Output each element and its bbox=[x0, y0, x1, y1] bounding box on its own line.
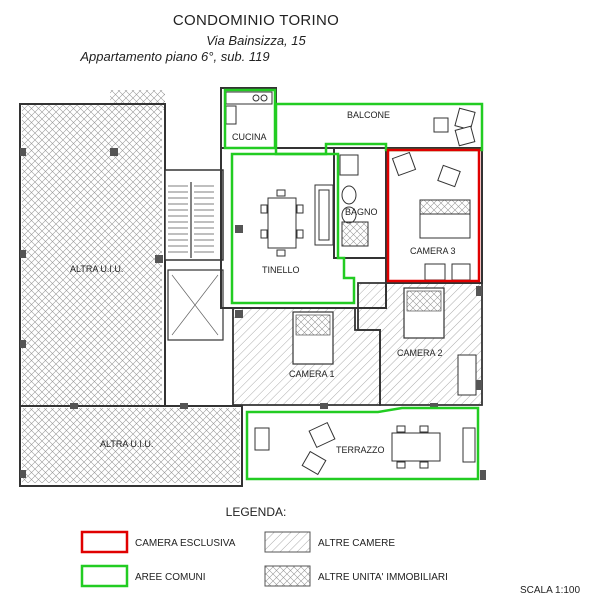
legend-title: LEGENDA: bbox=[225, 505, 287, 519]
label-altra-uiu-1: ALTRA U.I.U. bbox=[70, 264, 123, 274]
label-altra-uiu-2: ALTRA U.I.U. bbox=[100, 439, 153, 449]
label-cucina: CUCINA bbox=[232, 132, 267, 142]
kitchen-fixtures bbox=[225, 91, 273, 125]
legend-label-other-rooms: ALTRE CAMERE bbox=[318, 538, 395, 549]
label-camera2: CAMERA 2 bbox=[397, 348, 443, 358]
label-balcone: BALCONE bbox=[347, 110, 390, 120]
tinello-furniture bbox=[260, 184, 334, 257]
label-terrazzo: TERRAZZO bbox=[336, 445, 385, 455]
balcone-furniture bbox=[433, 107, 476, 147]
label-camera3: CAMERA 3 bbox=[410, 246, 456, 256]
scale-label: SCALA 1:100 bbox=[520, 585, 581, 596]
legend-swatch-other-rooms bbox=[264, 531, 311, 553]
plan-address: Via Bainsizza, 15 bbox=[206, 33, 306, 48]
other-unit-bottom bbox=[19, 405, 243, 487]
terrazzo-furniture bbox=[254, 421, 476, 476]
legend-label-exclusive: CAMERA ESCLUSIVA bbox=[135, 538, 236, 549]
other-room-camera2 bbox=[357, 282, 483, 406]
camera3-furniture bbox=[391, 151, 471, 281]
legend-swatch-other-units bbox=[264, 565, 311, 587]
label-bagno: BAGNO bbox=[345, 207, 378, 217]
label-camera1: CAMERA 1 bbox=[289, 369, 335, 379]
common-areas bbox=[223, 88, 484, 481]
exclusive-room-camera3 bbox=[386, 148, 481, 283]
wall-markers bbox=[20, 148, 486, 480]
legend-swatch-common bbox=[80, 564, 129, 588]
other-unit-left bbox=[19, 90, 166, 407]
plan-title: CONDOMINIO TORINO bbox=[172, 12, 340, 29]
legend-swatch-exclusive bbox=[80, 530, 129, 554]
legend-label-common: AREE COMUNI bbox=[135, 572, 206, 583]
common-area-terrazzo bbox=[245, 406, 480, 481]
bathroom-fixtures bbox=[339, 154, 369, 247]
legend-label-other-units: ALTRE UNITA' IMMOBILIARI bbox=[318, 572, 448, 583]
other-room-camera1 bbox=[232, 307, 381, 406]
plan-unit: Appartamento piano 6°, sub. 119 bbox=[80, 49, 270, 64]
stairwell bbox=[164, 169, 224, 341]
common-area-tinello bbox=[230, 152, 356, 305]
label-tinello: TINELLO bbox=[262, 265, 300, 275]
